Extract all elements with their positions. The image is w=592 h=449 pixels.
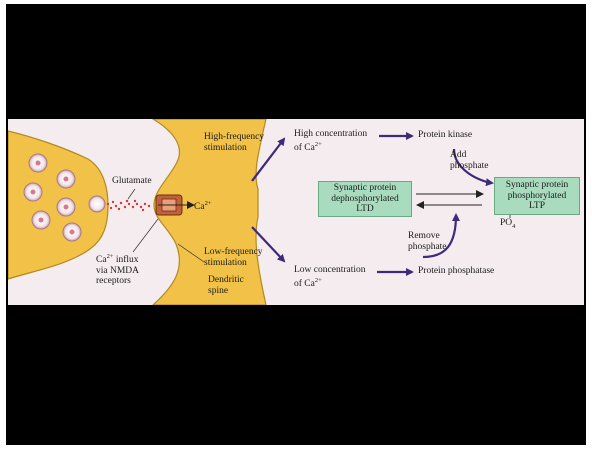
po4-label: PO4: [500, 218, 515, 232]
ca2-label-channel: Ca2+: [194, 199, 211, 213]
diagram-panel: Glutamate Ca2+ Ca2+ influx via NMDA rece…: [8, 119, 584, 305]
high-frequency-label: High-frequency stimulation: [204, 132, 264, 153]
high-concentration-label: High concentration of Ca2+: [294, 129, 367, 153]
dendritic-spine-label: Dendritic spine: [208, 275, 244, 296]
protein-phosphatase-label: Protein phosphatase: [418, 266, 494, 277]
low-concentration-label: Low concentration of Ca2+: [294, 265, 366, 289]
ltp-box: Synaptic protein phosphorylated LTP: [494, 177, 580, 215]
add-phosphate-label: Add phosphate: [450, 150, 489, 171]
glutamate-label: Glutamate: [112, 176, 152, 187]
low-frequency-label: Low-frequency stimulation: [204, 247, 263, 268]
ltd-box: Synaptic protein dephosphorylated LTD: [318, 181, 412, 217]
protein-kinase-label: Protein kinase: [418, 130, 472, 141]
glutamate-dots: [107, 200, 150, 211]
ca2-influx-label: Ca2+ influx via NMDA receptors: [96, 252, 139, 287]
remove-phosphate-label: Remove phosphate: [408, 231, 447, 252]
